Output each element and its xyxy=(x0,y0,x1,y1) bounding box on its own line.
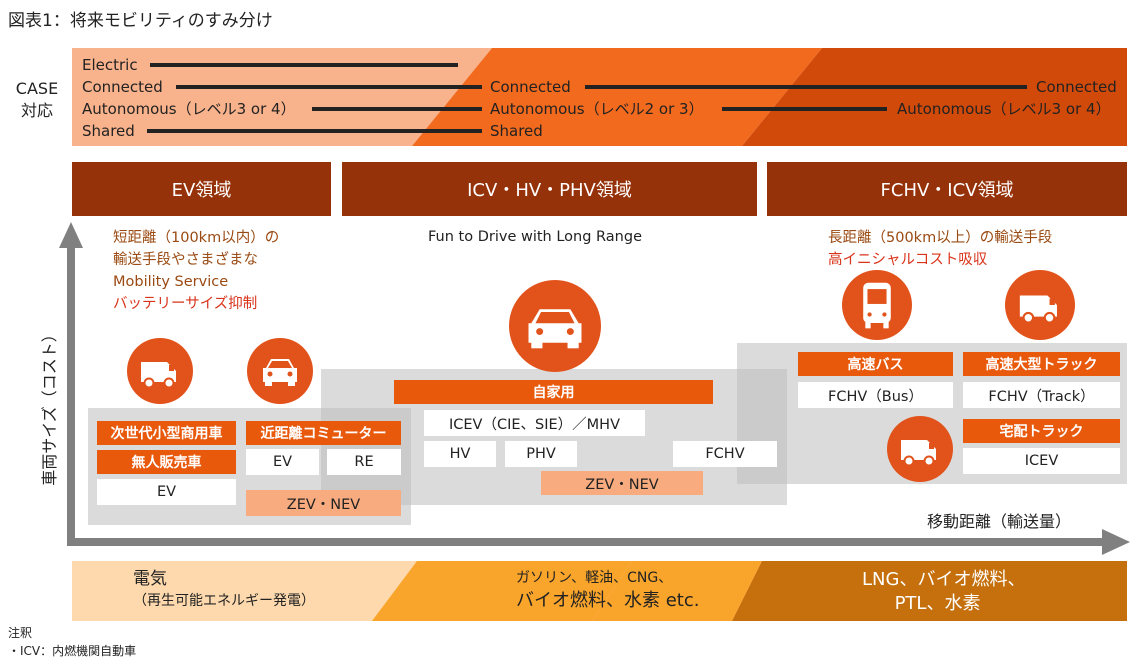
y-axis-arrowhead xyxy=(59,222,83,248)
energy-fuels-line2: バイオ燃料、水素 etc. xyxy=(516,590,700,611)
ev-commercial-value: EV xyxy=(97,479,236,505)
case-autonomous-line-right xyxy=(722,107,887,111)
case-shared-line xyxy=(147,129,482,133)
energy-lng-line2: PTL、水素 xyxy=(894,593,981,614)
energy-electric-line1: 電気 xyxy=(133,569,167,589)
page-title: 図表1：将来モビリティのすみ分け xyxy=(8,11,273,31)
commuter-ev: EV xyxy=(246,449,319,475)
highway-heavy-truck: 高速大型トラック xyxy=(963,352,1120,376)
van-icon-truck xyxy=(1005,270,1075,340)
case-autonomous-left: Autonomous（レベル3 or 4） xyxy=(82,100,296,118)
commuter-re: RE xyxy=(327,449,401,475)
case-electric-line xyxy=(150,63,458,67)
highway-bus: 高速バス xyxy=(798,352,953,376)
case-band-background xyxy=(72,48,1127,146)
fchv-description: 長距離（500km以上）の輸送手段 高イニシャルコスト吸収 xyxy=(828,227,1052,271)
energy-band-mid-left xyxy=(372,561,632,621)
case-connected-left: Connected xyxy=(82,78,163,96)
highway-heavy-truck-value: FCHV（Track） xyxy=(963,382,1120,408)
ev-desc-line3: Mobility Service xyxy=(113,274,229,290)
car-large-icon xyxy=(509,280,601,372)
delivery-truck-value: ICEV xyxy=(963,448,1120,474)
ev-description: 短距離（100km以内）の 輸送手段やさまざまな Mobility Servic… xyxy=(113,227,279,315)
van-icon-delivery xyxy=(887,416,953,482)
energy-electric: 電気 （再生可能エネルギー発電） xyxy=(133,568,315,612)
fchv-desc-line1: 長距離（500km以上）の輸送手段 xyxy=(828,230,1053,246)
header-ev-region: EV領域 xyxy=(72,162,331,216)
car-icon xyxy=(247,338,313,404)
ev-zev-nev: ZEV・NEV xyxy=(246,490,401,516)
icv-description: Fun to Drive with Long Range xyxy=(428,229,642,245)
highway-bus-value: FCHV（Bus） xyxy=(798,382,953,408)
y-axis-label: 車両サイズ（コスト） xyxy=(40,326,59,486)
case-band-dark xyxy=(742,48,1127,146)
car-large-icon-graphic xyxy=(528,309,582,349)
next-gen-commercial-vehicle: 次世代小型商用車 xyxy=(97,421,236,445)
fchv-desc-line2: 高イニシャルコスト吸収 xyxy=(828,252,988,268)
van-icon-graphic xyxy=(141,362,176,389)
case-electric: Electric xyxy=(82,56,138,74)
header-fchv-region: FCHV・ICV領域 xyxy=(767,162,1127,216)
notes-heading: 注釈 xyxy=(8,626,33,640)
van-icon xyxy=(127,338,193,404)
energy-fuels: ガソリン、軽油、CNG、 バイオ燃料、水素 etc. xyxy=(516,568,699,614)
short-range-commuter: 近距離コミューター xyxy=(246,421,401,445)
x-axis-line xyxy=(67,538,1107,546)
header-icv-region: ICV・HV・PHV領域 xyxy=(342,162,757,216)
hv-box: HV xyxy=(424,441,496,467)
fchv-box: FCHV xyxy=(673,441,777,467)
case-connected-right: Connected xyxy=(1036,78,1117,96)
van-icon-delivery-graphic xyxy=(901,440,936,467)
case-band-light xyxy=(72,48,492,146)
case-autonomous-mid: Autonomous（レベル2 or 3） xyxy=(490,100,704,118)
case-shared-mid: Shared xyxy=(490,122,543,140)
energy-fuels-line1: ガソリン、軽油、CNG、 xyxy=(516,570,673,586)
x-axis-arrowhead xyxy=(1102,529,1130,555)
case-label-line1: CASE xyxy=(15,79,59,98)
case-label: CASE 対応 xyxy=(6,78,68,122)
y-axis-line xyxy=(67,246,75,546)
notes-line1: ・ICV：内燃機関自動車 xyxy=(8,644,137,658)
case-shared-left: Shared xyxy=(82,122,135,140)
x-axis-label: 移動距離（輸送量） xyxy=(927,512,1072,531)
case-connected-line-right xyxy=(585,85,1027,89)
energy-lng: LNG、バイオ燃料、 PTL、水素 xyxy=(862,568,1025,616)
bus-icon-graphic xyxy=(863,282,891,329)
case-connected-mid: Connected xyxy=(490,78,571,96)
energy-band xyxy=(72,561,1127,621)
case-connected-line-left xyxy=(176,85,482,89)
private-use: 自家用 xyxy=(394,380,713,404)
energy-band-dark xyxy=(732,561,1127,621)
car-icon-graphic xyxy=(263,359,297,386)
case-autonomous-line-left xyxy=(312,107,482,111)
energy-electric-line2: （再生可能エネルギー発電） xyxy=(133,593,315,609)
ev-desc-line4: バッテリーサイズ抑制 xyxy=(113,296,258,312)
icev-mhv: ICEV（CIE、SIE）／MHV xyxy=(424,410,645,436)
axes xyxy=(59,222,1130,555)
energy-band-mid xyxy=(592,561,762,621)
icv-zev-nev: ZEV・NEV xyxy=(541,471,703,495)
ev-desc-line1: 短距離（100km以内）の xyxy=(113,230,280,246)
ev-desc-line2: 輸送手段やさまざまな xyxy=(113,252,258,268)
case-autonomous-right: Autonomous（レベル3 or 4） xyxy=(897,100,1111,118)
delivery-truck: 宅配トラック xyxy=(963,419,1120,443)
phv-box: PHV xyxy=(505,441,577,467)
energy-lng-line1: LNG、バイオ燃料、 xyxy=(862,569,1026,590)
case-label-line2: 対応 xyxy=(20,101,53,120)
unmanned-vending-vehicle: 無人販売車 xyxy=(97,450,236,474)
van-icon-truck-graphic xyxy=(1019,295,1057,324)
bus-icon xyxy=(842,270,912,340)
case-band-mid xyxy=(412,48,822,146)
